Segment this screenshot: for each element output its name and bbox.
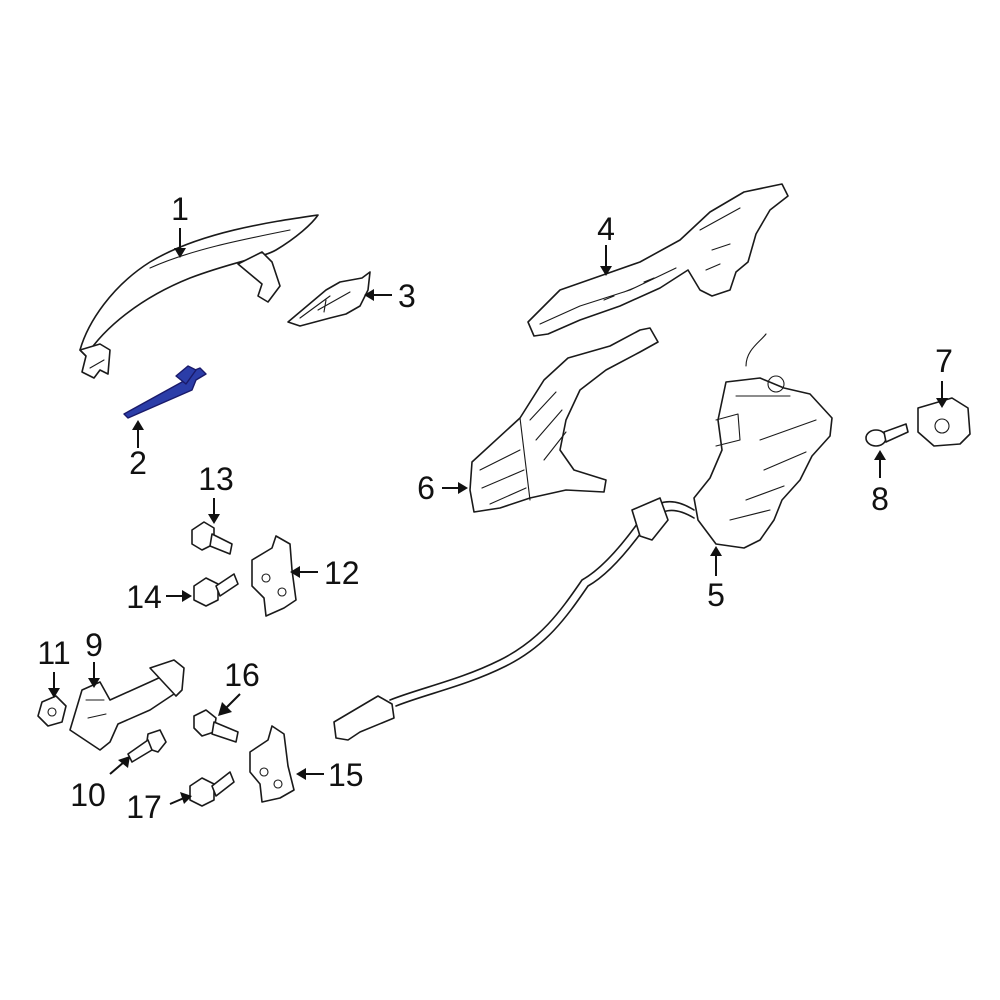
arrowhead-9 — [88, 678, 100, 688]
arrowhead-13 — [208, 514, 220, 524]
callout-11: 11 — [37, 635, 70, 671]
arrowhead-6 — [458, 482, 468, 494]
part-15-hinge-bracket[interactable] — [249, 725, 295, 803]
leader-16 — [225, 693, 241, 709]
callout-14: 14 — [126, 579, 162, 615]
part-9-door-check[interactable] — [69, 659, 185, 751]
arrowhead-16 — [218, 702, 232, 716]
callout-4: 4 — [597, 211, 615, 247]
part-11-nut[interactable] — [37, 695, 67, 727]
callout-7: 7 — [935, 343, 953, 379]
arrowhead-4 — [600, 266, 612, 276]
callout-1: 1 — [171, 191, 189, 227]
part-14-bolt[interactable] — [193, 573, 239, 607]
part-12-hinge-bracket[interactable] — [251, 535, 297, 617]
callout-labels: 1 2 3 4 5 6 7 8 9 10 11 12 13 14 15 16 1… — [37, 191, 953, 825]
callout-17: 17 — [126, 789, 162, 825]
callout-13: 13 — [198, 461, 234, 497]
arrowhead-17 — [180, 792, 192, 804]
leader-lines — [48, 228, 948, 805]
part-5-door-latch[interactable] — [693, 333, 833, 549]
leader-17 — [169, 797, 185, 805]
leader-10 — [109, 761, 125, 775]
part-10-bolt[interactable] — [127, 729, 167, 763]
latch-release-cable[interactable] — [333, 497, 695, 741]
part-7-striker[interactable] — [917, 397, 971, 447]
arrowhead-1 — [174, 248, 186, 258]
part-13-bolt[interactable] — [191, 521, 233, 555]
part-6-carrier-bracket[interactable] — [469, 327, 659, 513]
arrowhead-14 — [182, 590, 192, 602]
arrowhead-11 — [48, 688, 60, 698]
callout-3: 3 — [398, 278, 416, 314]
callout-16: 16 — [224, 657, 260, 693]
arrowhead-15 — [296, 768, 306, 780]
callout-2: 2 — [129, 445, 147, 481]
callout-6: 6 — [417, 470, 435, 506]
part-3-bracket[interactable] — [287, 271, 371, 327]
callout-12: 12 — [324, 555, 360, 591]
arrowhead-2 — [132, 420, 144, 430]
arrowhead-10 — [118, 756, 130, 768]
arrowhead-8 — [874, 450, 886, 460]
callout-8: 8 — [871, 481, 889, 517]
arrowhead-12 — [290, 566, 300, 578]
callout-5: 5 — [707, 577, 725, 613]
callout-9: 9 — [85, 627, 103, 663]
arrowhead-5 — [710, 546, 722, 556]
part-8-screw[interactable] — [865, 423, 909, 447]
arrowhead-7 — [936, 398, 948, 408]
callout-10: 10 — [70, 777, 106, 813]
part-2-highlighted-rod[interactable] — [123, 365, 207, 419]
part-1-outside-handle[interactable] — [79, 214, 319, 379]
part-4-handle-carrier[interactable] — [527, 183, 789, 337]
arrowhead-3 — [364, 289, 374, 301]
part-16-bolt[interactable] — [193, 709, 239, 743]
part-17-bolt[interactable] — [189, 771, 235, 807]
callout-15: 15 — [328, 757, 364, 793]
